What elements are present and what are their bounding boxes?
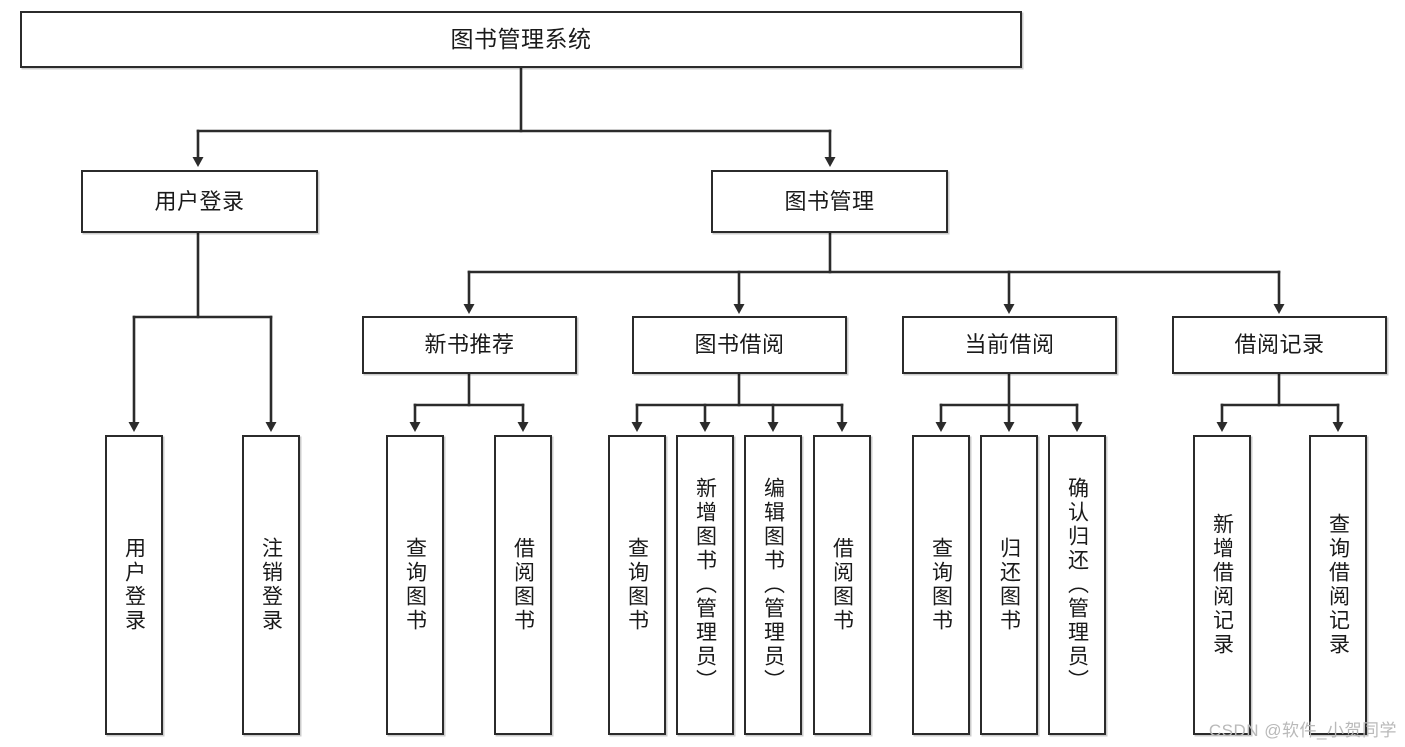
node-root-book-management-system[interactable]: 图书管理系统: [20, 11, 1022, 68]
leaf-borrow-book-borrowing[interactable]: 借阅图书: [813, 435, 871, 735]
leaf-confirm-return-admin[interactable]: 确认归还（管理员）: [1048, 435, 1106, 735]
node-label: 借阅记录: [1234, 332, 1325, 358]
leaf-query-book-recommendation[interactable]: 查询图书: [386, 435, 444, 735]
node-label: 查询图书: [625, 537, 649, 633]
leaf-query-borrow-record[interactable]: 查询借阅记录: [1309, 435, 1367, 735]
node-label: 归还图书: [997, 537, 1021, 633]
node-label: 图书借阅: [694, 332, 785, 358]
node-label: 用户登录: [154, 188, 245, 214]
node-label: 图书管理系统: [450, 26, 592, 53]
leaf-query-book-current[interactable]: 查询图书: [912, 435, 970, 735]
leaf-query-book-borrowing[interactable]: 查询图书: [608, 435, 666, 735]
node-label: 编辑图书（管理员）: [761, 477, 785, 693]
node-label: 图书管理: [784, 188, 875, 214]
node-label: 新增借阅记录: [1210, 513, 1234, 657]
node-label: 查询图书: [403, 537, 427, 633]
node-book-borrowing[interactable]: 图书借阅: [632, 316, 847, 374]
leaf-add-book-admin[interactable]: 新增图书（管理员）: [676, 435, 734, 735]
leaf-logout-login[interactable]: 注销登录: [242, 435, 300, 735]
node-current-borrowing[interactable]: 当前借阅: [902, 316, 1117, 374]
leaf-edit-book-admin[interactable]: 编辑图书（管理员）: [744, 435, 802, 735]
leaf-borrow-book-recommendation[interactable]: 借阅图书: [494, 435, 552, 735]
node-label: 借阅图书: [511, 537, 535, 633]
leaf-add-borrow-record[interactable]: 新增借阅记录: [1193, 435, 1251, 735]
node-label: 借阅图书: [830, 537, 854, 633]
node-label: 确认归还（管理员）: [1065, 477, 1089, 693]
leaf-user-login[interactable]: 用户登录: [105, 435, 163, 735]
node-label: 新增图书（管理员）: [693, 477, 717, 693]
node-book-management[interactable]: 图书管理: [711, 170, 948, 233]
node-borrowing-record[interactable]: 借阅记录: [1172, 316, 1387, 374]
leaf-return-book[interactable]: 归还图书: [980, 435, 1038, 735]
node-user-login[interactable]: 用户登录: [81, 170, 318, 233]
node-label: 当前借阅: [964, 332, 1055, 358]
node-label: 用户登录: [122, 537, 146, 633]
watermark-text: CSDN @软件_小贺同学: [1208, 721, 1397, 740]
node-label: 查询借阅记录: [1326, 513, 1350, 657]
node-new-book-recommendation[interactable]: 新书推荐: [362, 316, 577, 374]
node-label: 新书推荐: [424, 332, 515, 358]
node-label: 查询图书: [929, 537, 953, 633]
node-label: 注销登录: [259, 537, 283, 633]
